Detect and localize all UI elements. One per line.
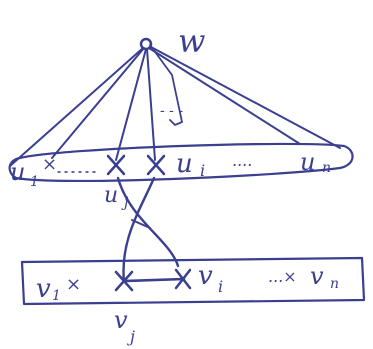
fan-dots: - - - [160, 103, 183, 119]
label-vn-sub: n [330, 276, 339, 292]
edge-w-u1 [51, 47, 145, 159]
label-un: u [300, 148, 315, 176]
lower-dots: ...× [268, 267, 297, 286]
lower-set-band [20, 256, 366, 306]
edge-w-un-inner [148, 47, 301, 145]
cross-vi [174, 268, 192, 290]
edge-w-inner-stroke [149, 44, 183, 126]
label-w: w [178, 22, 205, 60]
label-v1-sub: 1 [52, 288, 61, 304]
edge-w-left-outer [9, 47, 144, 167]
label-vi: v [198, 261, 213, 291]
edge-w-right-outer [150, 46, 341, 149]
upper-dots: .... [232, 151, 252, 170]
edge-ui-vj [122, 176, 156, 284]
cross-ui [146, 154, 166, 176]
edge-w-ui [146, 48, 156, 161]
label-vj-sub: j [127, 327, 135, 346]
cross-uj [106, 154, 126, 176]
label-u1-sub: 1 [30, 174, 39, 190]
mark-u1: × [42, 154, 57, 175]
label-ui-sub: i [200, 161, 205, 180]
edge-vj-vi [122, 277, 186, 283]
mark-v1: × [66, 274, 81, 295]
label-uj-sub: j [121, 195, 129, 211]
edge-w-uj [115, 48, 147, 161]
label-vi-sub: i [218, 277, 223, 296]
label-un-sub: n [322, 160, 331, 176]
label-uj: u [104, 183, 118, 208]
label-u1: u [10, 158, 25, 186]
upper-set-band [8, 142, 354, 183]
label-v1: v [36, 274, 51, 304]
label-vn: v [310, 262, 324, 290]
label-ui: u [176, 149, 193, 179]
label-vj: v [114, 306, 128, 334]
edge-cross-tick [131, 219, 151, 229]
